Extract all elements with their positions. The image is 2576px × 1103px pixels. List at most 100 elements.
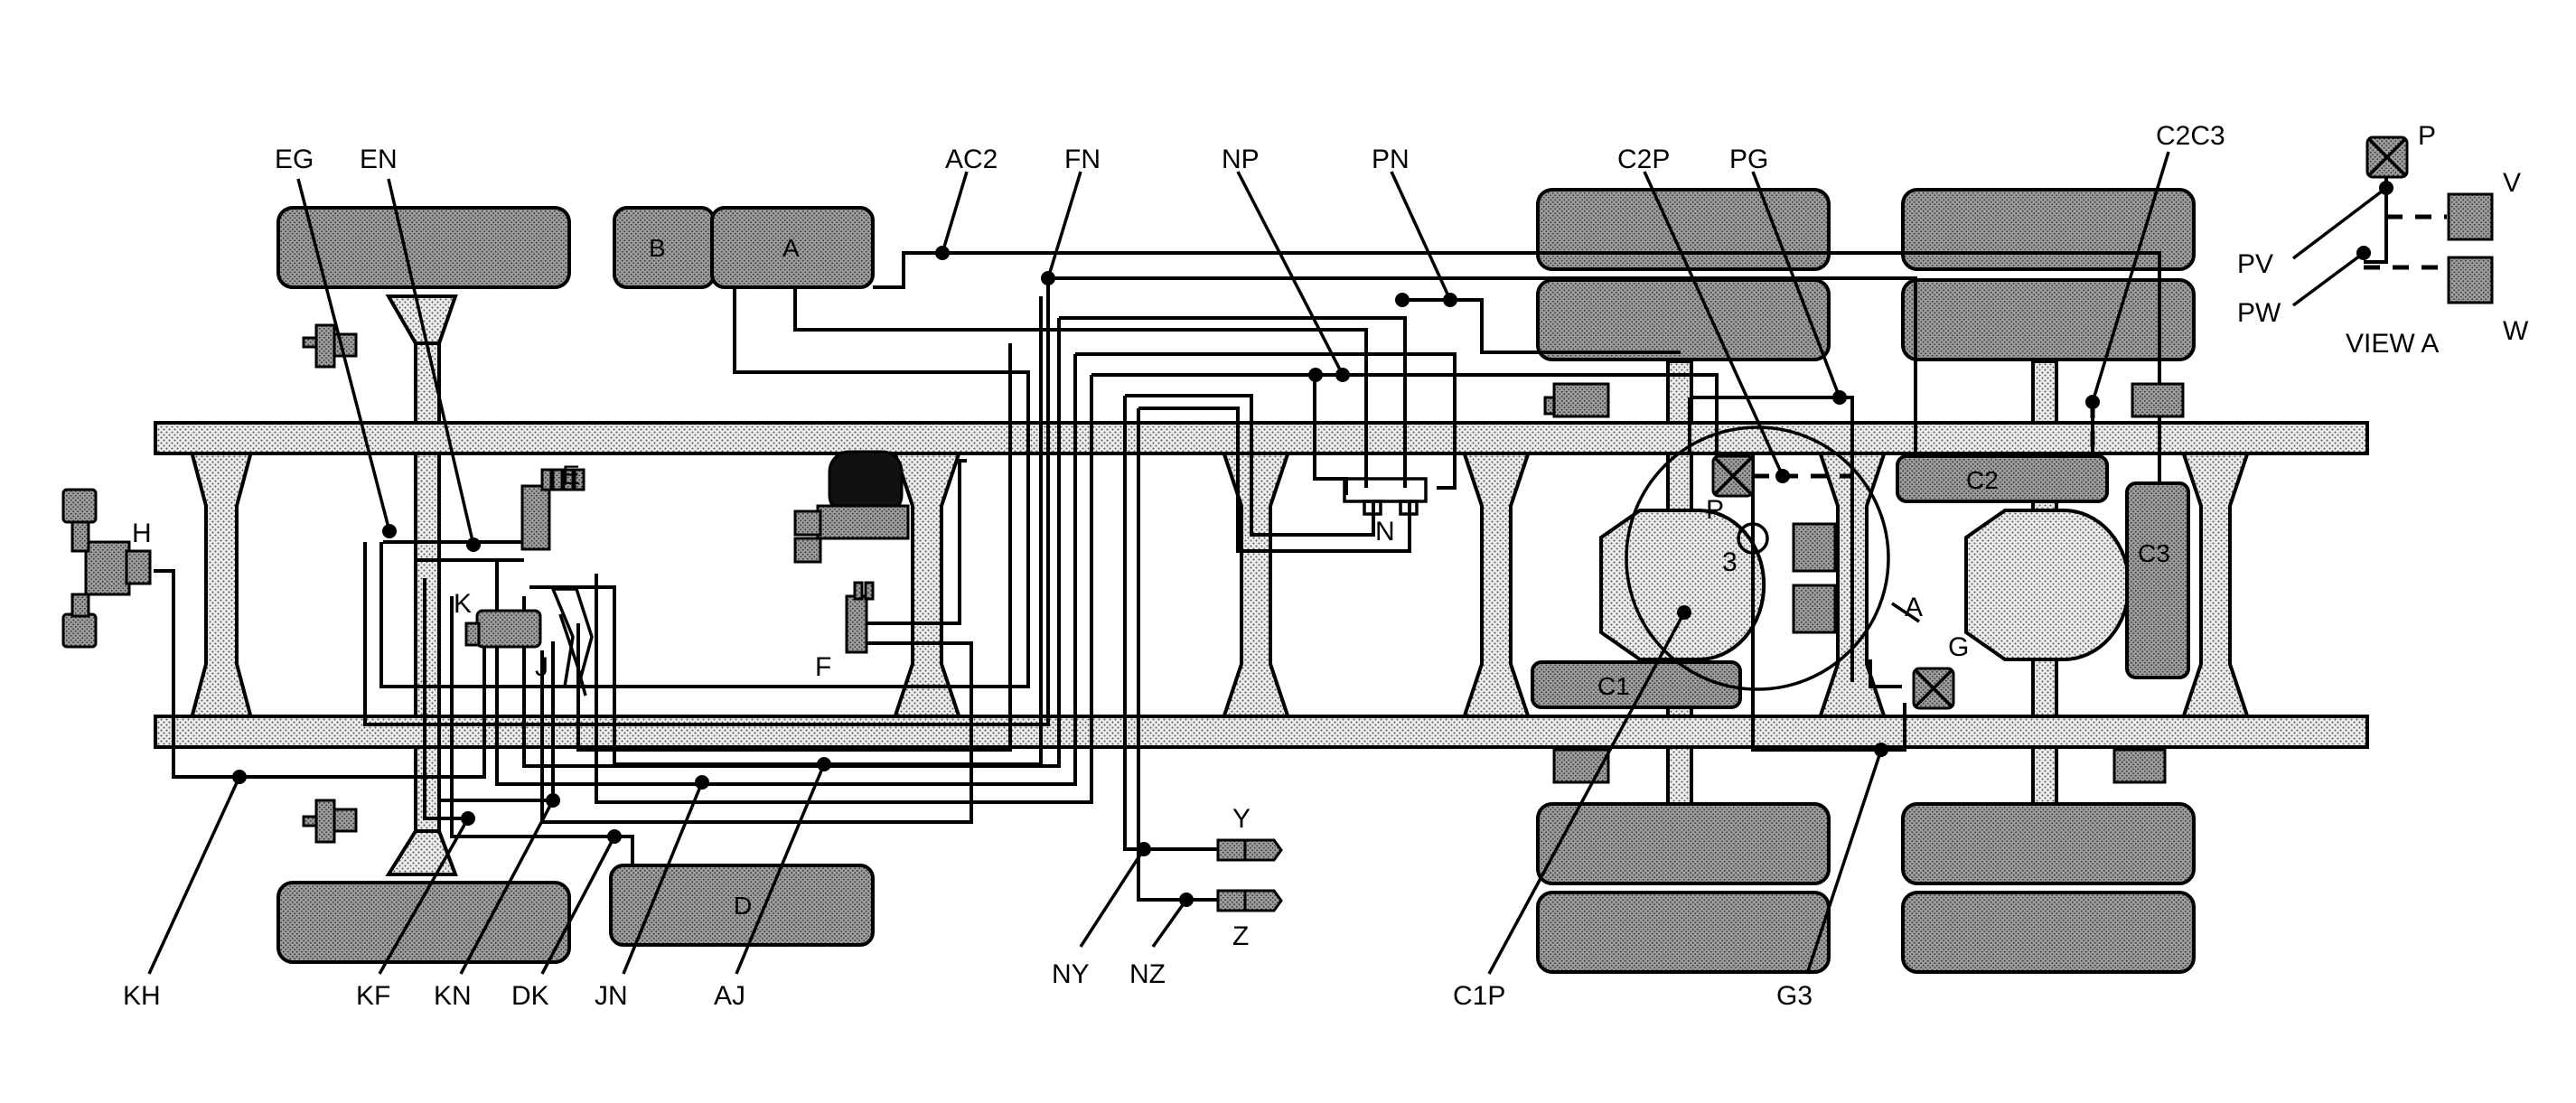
tank-c2-label: C2	[1966, 466, 1999, 494]
valve-n-icon	[1343, 477, 1428, 516]
line-f-feed-2	[540, 641, 973, 824]
line-nz-2	[1137, 408, 1218, 902]
gladhand-z-icon	[1216, 889, 1283, 912]
line-fn	[1048, 276, 1917, 456]
tire-rear-1a	[1536, 188, 1831, 271]
brake-chamber-rear-4-icon	[2112, 748, 2167, 784]
label-dk: DK	[511, 981, 549, 1011]
gladhand-y-icon	[1216, 838, 1283, 862]
valve-v-icon	[2447, 192, 2494, 241]
line-ny-2	[1123, 396, 1218, 851]
cross-member-4	[1461, 450, 1532, 720]
manifold-e-icon	[520, 468, 585, 551]
label-j: J	[535, 652, 548, 682]
cross-member-2	[892, 450, 962, 720]
line-a-outlet	[793, 287, 1368, 488]
label-aj: AJ	[714, 981, 745, 1011]
label-z: Z	[1232, 921, 1249, 951]
label-np: NP	[1222, 145, 1260, 174]
line-f-feed	[867, 459, 967, 625]
label-f: F	[815, 652, 831, 682]
label-pv: PV	[2237, 249, 2273, 279]
tank-a-label: A	[782, 234, 800, 262]
frame-rail-upper	[154, 421, 2369, 455]
tank-b-label: B	[649, 234, 666, 262]
tank-c3-label: C3	[2138, 539, 2170, 567]
tank-c2	[1896, 454, 2109, 503]
tire-rear-1d	[1536, 891, 1831, 974]
label-ac2: AC2	[945, 145, 998, 174]
label-w: W	[2503, 316, 2529, 346]
label-k: K	[454, 589, 472, 619]
line-a-outlet-2	[379, 287, 1030, 688]
tire-rear-2b	[1901, 278, 2196, 361]
port-3-icon	[1737, 522, 1769, 555]
line-g3	[1751, 452, 1906, 752]
tank-d-label: D	[734, 892, 752, 920]
label-y: Y	[1232, 804, 1251, 834]
line-pn-3	[522, 318, 1061, 768]
valve-k-icon	[464, 609, 542, 649]
label-p: P	[1706, 495, 1724, 525]
label-kf: KF	[356, 981, 390, 1011]
air-dryer-icon	[793, 450, 910, 564]
cross-member-6	[2180, 450, 2251, 720]
line-pg	[1690, 396, 1854, 682]
line-np-2	[495, 354, 1077, 786]
label-a-pointer: A	[1905, 593, 1923, 622]
tire-rear-2d	[1901, 891, 2196, 974]
relay-valve-p-icon	[1711, 454, 1755, 498]
label-kh: KH	[123, 981, 161, 1011]
air-tanks: B A D C1 C2 C3	[609, 206, 2190, 947]
label-c2p: C2P	[1617, 145, 1670, 174]
callout-labels: EG EN AC2 FN NP PN C2P PG C2C3 P V PV PW…	[123, 121, 2529, 1011]
line-pn-2	[1059, 316, 1407, 488]
cross-member-1	[189, 450, 254, 720]
line-jn	[529, 296, 1043, 766]
cross-member-3	[1221, 450, 1291, 720]
label-pg: PG	[1729, 145, 1768, 174]
brake-chamber-rear-2-icon	[1552, 748, 1610, 784]
line-kn	[437, 578, 555, 802]
line-nz	[1138, 407, 1411, 553]
label-eg: EG	[275, 145, 314, 174]
label-nz: NZ	[1129, 959, 1166, 989]
label-c2c3: C2C3	[2156, 121, 2225, 151]
line-ny	[1125, 394, 1375, 537]
tire-rear-1c	[1536, 802, 1831, 885]
line-np-4	[1091, 373, 1348, 495]
node-pn-2	[1395, 293, 1410, 307]
label-g3: G3	[1776, 981, 1813, 1011]
tank-d	[609, 864, 875, 947]
brake-chamber-front-left-icon	[302, 323, 358, 369]
label-c1p: C1P	[1453, 981, 1505, 1011]
label-view-a: VIEW A	[2346, 329, 2439, 359]
line-np	[1075, 352, 1457, 490]
line-np-5	[595, 375, 1093, 804]
tank-c1	[1531, 660, 1742, 709]
brake-chamber-rear-1-icon	[1543, 382, 1610, 418]
air-lines	[154, 251, 2161, 902]
view-a-inset	[2364, 136, 2494, 304]
tire-rear-1b	[1536, 278, 1831, 361]
view-a-callout-circle	[1625, 425, 1890, 691]
leader-lines	[147, 151, 2388, 975]
brake-chamber-front-right-icon	[302, 799, 358, 844]
label-jn: JN	[595, 981, 628, 1011]
tire-rear-2a	[1901, 188, 2196, 271]
line-dk	[450, 596, 634, 865]
label-n: N	[1375, 517, 1395, 547]
valve-w-icon	[2447, 256, 2494, 304]
label-view-p: P	[2418, 121, 2436, 151]
label-pw: PW	[2237, 298, 2281, 328]
line-fn-down	[363, 278, 1050, 726]
frame-rail-lower	[154, 715, 2369, 749]
label-h: H	[132, 519, 152, 548]
valve-f-icon	[845, 581, 875, 654]
tire-front-left	[276, 206, 571, 289]
brake-chamber-rear-3-icon	[2131, 382, 2185, 418]
components	[61, 136, 2494, 912]
chassis-frame	[154, 294, 2369, 876]
label-e: E	[562, 461, 580, 491]
